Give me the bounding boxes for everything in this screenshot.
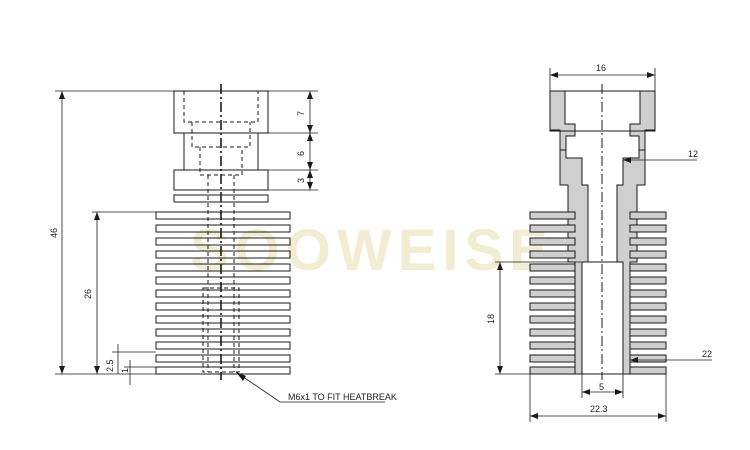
dim-hole: 5 <box>599 382 604 392</box>
dim-top: 7 <box>296 111 306 116</box>
dim-bottom-2-5: 2.5 <box>105 359 115 372</box>
left-fins <box>155 211 291 375</box>
right-fins-left <box>529 211 576 375</box>
dim-base-width: 22.3 <box>590 404 608 414</box>
left-view <box>155 84 291 380</box>
right-arrowheads <box>497 72 666 419</box>
callout-thread: M6x1 TO FIT HEATBREAK <box>288 392 397 402</box>
dim-bottom-1: 1 <box>120 368 130 373</box>
dim-overall-height: 46 <box>49 228 59 238</box>
dim-fin-width: 22 <box>702 349 712 359</box>
dim-top-width: 16 <box>596 63 606 73</box>
dim-fin-height: 26 <box>83 289 93 299</box>
left-arrowheads <box>59 91 313 381</box>
dim-bore: 12 <box>688 149 698 159</box>
dim-thread-depth: 18 <box>486 314 496 324</box>
right-dimensions <box>495 68 712 422</box>
left-dimensions <box>55 90 385 403</box>
dim-flange: 3 <box>296 178 306 183</box>
dim-mid: 6 <box>296 151 306 156</box>
right-view <box>529 84 667 380</box>
right-fins-right <box>629 211 667 375</box>
